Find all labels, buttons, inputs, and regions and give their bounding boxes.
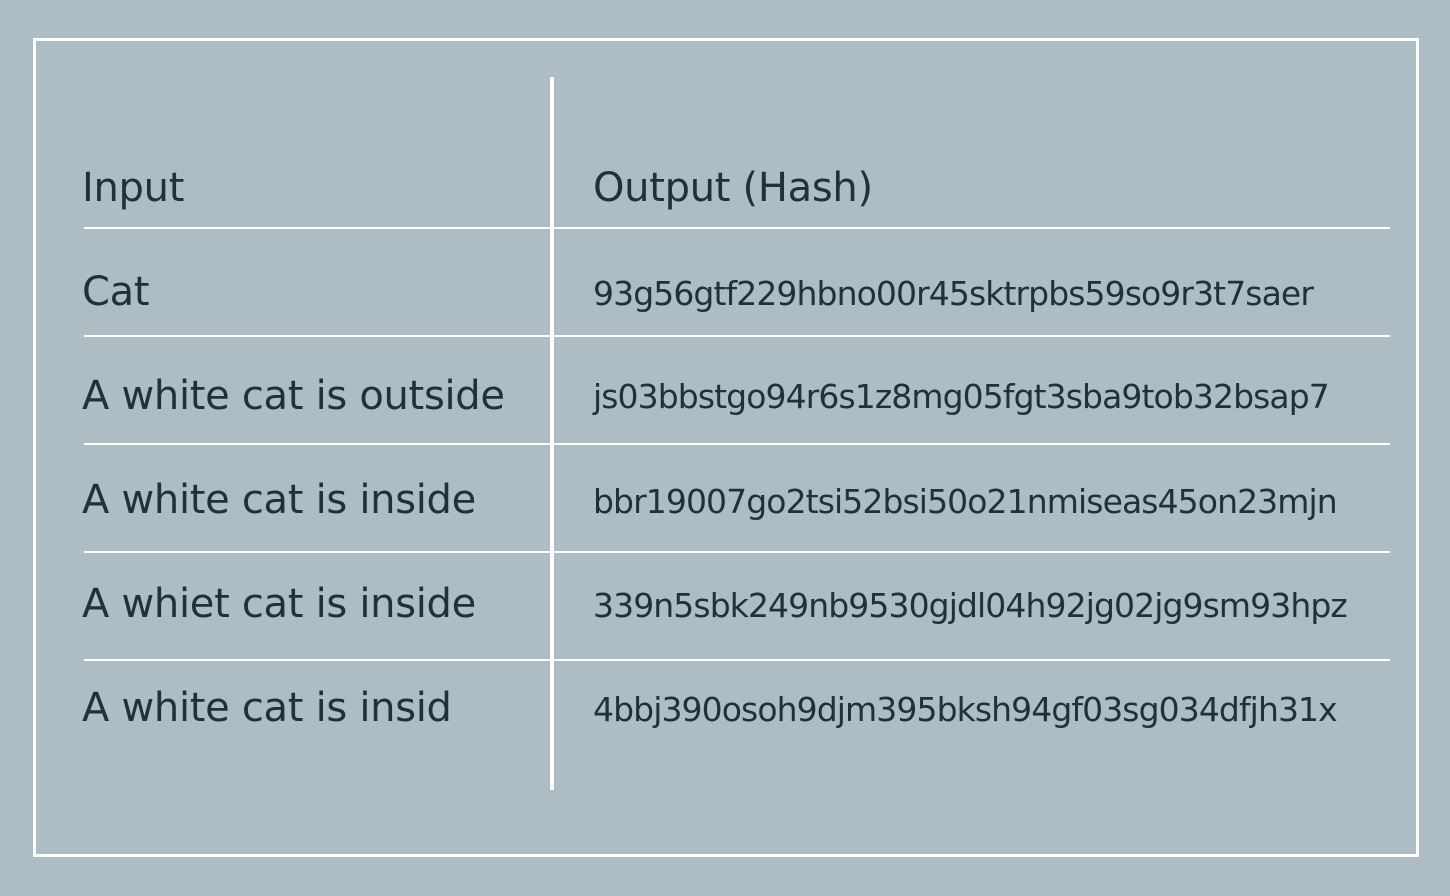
row-output-hash: 339n5sbk249nb9530gjdl04h92jg02jg9sm93hpz [593,586,1348,625]
row-separator [84,659,1390,661]
row-separator [84,335,1390,337]
row-separator [84,551,1390,553]
row-output-hash: bbr19007go2tsi52bsi50o21nmiseas45on23mjn [593,482,1338,521]
column-divider [550,77,554,790]
row-input: A white cat is insid [82,685,452,731]
row-input: A white cat is inside [82,477,476,523]
row-separator [84,443,1390,445]
table-frame [33,38,1419,857]
row-output-hash: 4bbj390osoh9djm395bksh94gf03sg034dfjh31x [593,690,1338,729]
row-input: A white cat is outside [82,373,505,419]
header-separator [84,227,1390,229]
row-output-hash: 93g56gtf229hbno00r45sktrpbs59so9r3t7saer [593,274,1314,313]
row-input: Cat [82,269,150,315]
row-output-hash: js03bbstgo94r6s1z8mg05fgt3sba9tob32bsap7 [593,377,1330,416]
header-input: Input [82,165,185,211]
row-input: A whiet cat is inside [82,581,476,627]
header-output: Output (Hash) [593,165,873,211]
